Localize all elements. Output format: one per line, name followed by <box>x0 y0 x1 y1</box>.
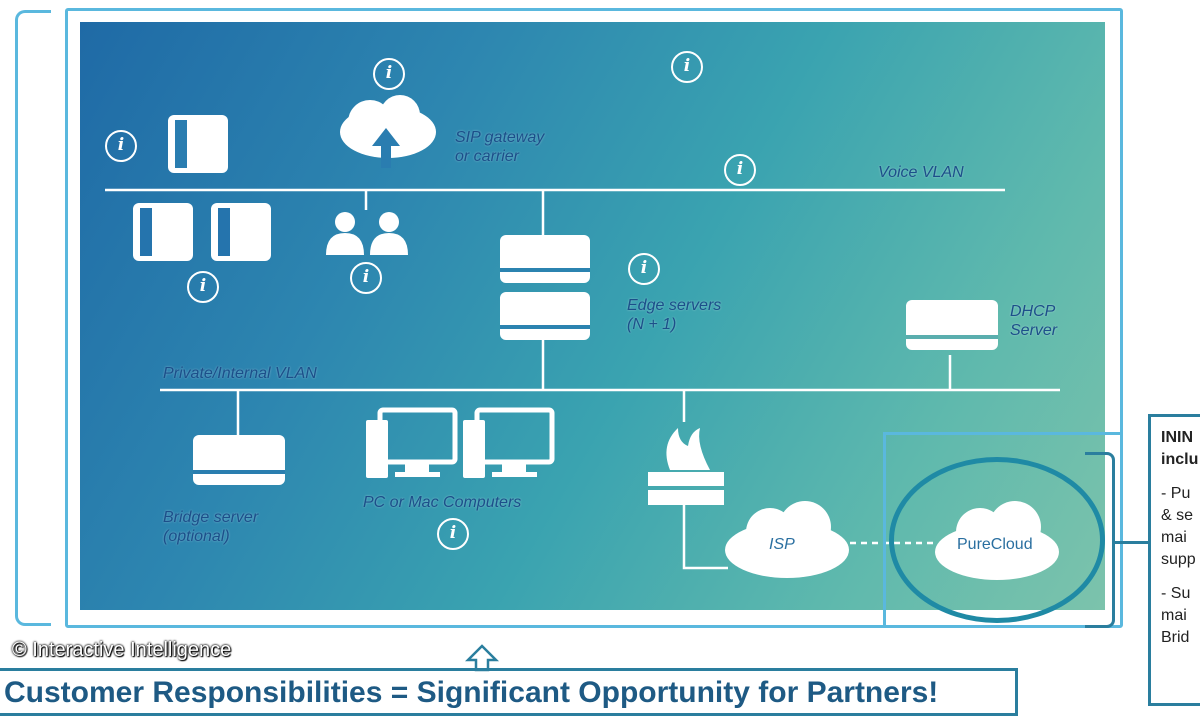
computer-icon <box>463 407 555 478</box>
bracket-connector <box>1115 541 1148 544</box>
link-line <box>682 505 728 570</box>
info-icon[interactable]: i <box>373 58 405 90</box>
purecloud-circle <box>889 457 1105 623</box>
watermark: © Interactive Intelligence <box>12 639 232 661</box>
info-icon[interactable]: i <box>350 262 382 294</box>
info-icon[interactable]: i <box>187 271 219 303</box>
inin-bracket <box>1085 452 1115 628</box>
phone-icon <box>133 203 193 261</box>
info-icon[interactable]: i <box>105 130 137 162</box>
isp-label: ISP <box>769 536 795 553</box>
upload-arrow-icon <box>372 128 400 168</box>
info-icon[interactable]: i <box>671 51 703 83</box>
users-icon <box>326 212 408 255</box>
side-box-line: Brid <box>1161 629 1190 646</box>
purecloud-highlight <box>883 432 1123 628</box>
private-vlan-label: Private/Internal VLAN <box>163 365 317 382</box>
voice-vlan-label: Voice VLAN <box>878 164 964 181</box>
customer-bracket <box>15 10 51 626</box>
side-box-line: - Su <box>1161 585 1191 602</box>
edge-server-icon <box>500 292 590 340</box>
purecloud-label: PureCloud <box>957 536 1033 553</box>
customer-frame <box>65 8 1123 628</box>
edge-server-icon <box>500 235 590 283</box>
dhcp-server-icon <box>906 300 998 350</box>
opportunity-banner: Customer Responsibilities = Significant … <box>0 668 1018 716</box>
info-icon[interactable]: i <box>724 154 756 186</box>
side-box-line: inclu <box>1161 451 1199 468</box>
bridge-server-icon <box>193 435 285 485</box>
info-icon[interactable]: i <box>628 253 660 285</box>
edge-servers-label: Edge servers(N + 1) <box>627 297 722 333</box>
side-box-line: - Pu <box>1161 485 1191 502</box>
isp-cloud-icon <box>725 501 849 578</box>
side-box-line: mai <box>1161 529 1187 546</box>
side-box-line: & se <box>1161 507 1194 524</box>
computer-icon <box>366 407 458 478</box>
side-box-line: mai <box>1161 607 1187 624</box>
info-icon[interactable]: i <box>437 518 469 550</box>
side-box-line: ININ <box>1161 429 1193 446</box>
firewall-icon <box>648 428 724 505</box>
pc-mac-label: PC or Mac Computers <box>363 494 522 511</box>
side-box-line: supp <box>1161 551 1196 568</box>
phone-icon <box>211 203 271 261</box>
phone-icon <box>168 115 228 173</box>
bridge-server-label: Bridge server(optional) <box>163 509 259 545</box>
